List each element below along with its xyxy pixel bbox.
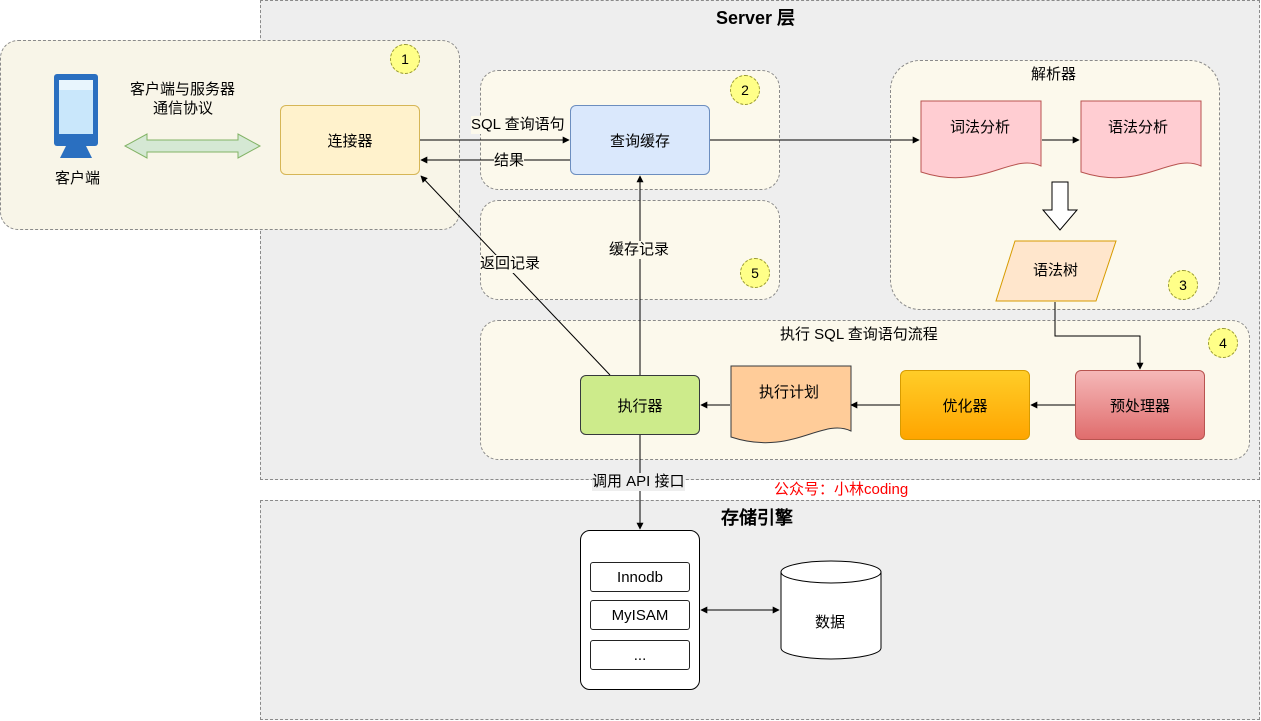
execution-flow-title: 执行 SQL 查询语句流程 bbox=[780, 326, 938, 343]
badge-3: 3 bbox=[1168, 270, 1198, 300]
server-layer-title: Server 层 bbox=[716, 8, 796, 28]
connector-box: 连接器 bbox=[280, 105, 420, 175]
syntax-to-tree-arrow bbox=[1041, 181, 1079, 231]
watermark-text: 公众号：小林coding bbox=[774, 481, 909, 498]
syntax-tree-label: 语法树 bbox=[1033, 262, 1079, 279]
exec-plan-label: 执行计划 bbox=[759, 384, 820, 401]
sql-query-label: SQL 查询语句 bbox=[471, 116, 565, 134]
preprocessor-box: 预处理器 bbox=[1075, 370, 1205, 440]
return-records-label: 返回记录 bbox=[480, 255, 541, 273]
engine-myisam: MyISAM bbox=[590, 600, 690, 630]
executor-box: 执行器 bbox=[580, 375, 700, 435]
syntax-analysis-shape bbox=[1080, 100, 1202, 179]
client-label: 客户端 bbox=[55, 170, 101, 187]
client-monitor-icon bbox=[54, 74, 98, 158]
syntax-tree-shape bbox=[995, 240, 1117, 302]
storage-engine-title: 存储引擎 bbox=[721, 508, 793, 528]
badge-5: 5 bbox=[740, 258, 770, 288]
engine-innodb: Innodb bbox=[590, 562, 690, 592]
lexical-analysis-shape bbox=[920, 100, 1042, 179]
badge-1: 1 bbox=[390, 44, 420, 74]
engine-more: ... bbox=[590, 640, 690, 670]
badge-4: 4 bbox=[1208, 328, 1238, 358]
data-store-label: 数据 bbox=[815, 614, 846, 631]
data-store-cylinder bbox=[780, 560, 882, 660]
optimizer-box: 优化器 bbox=[900, 370, 1030, 440]
badge-2: 2 bbox=[730, 75, 760, 105]
exec-plan-shape bbox=[730, 365, 852, 444]
tree-to-preprocessor-arrow bbox=[1054, 302, 1144, 370]
lexical-analysis-label: 词法分析 bbox=[950, 119, 1011, 136]
protocol-label-line2: 通信协议 bbox=[153, 100, 214, 117]
result-label: 结果 bbox=[494, 152, 525, 170]
protocol-double-arrow bbox=[123, 133, 262, 159]
syntax-analysis-label: 语法分析 bbox=[1108, 119, 1169, 136]
return-records-arrow bbox=[420, 175, 611, 376]
call-api-label: 调用 API 接口 bbox=[592, 473, 685, 491]
query-cache-box: 查询缓存 bbox=[570, 105, 710, 175]
parser-group-title: 解析器 bbox=[1031, 66, 1077, 83]
protocol-label-line1: 客户端与服务器 bbox=[130, 81, 236, 98]
cache-records-label: 缓存记录 bbox=[609, 241, 670, 259]
